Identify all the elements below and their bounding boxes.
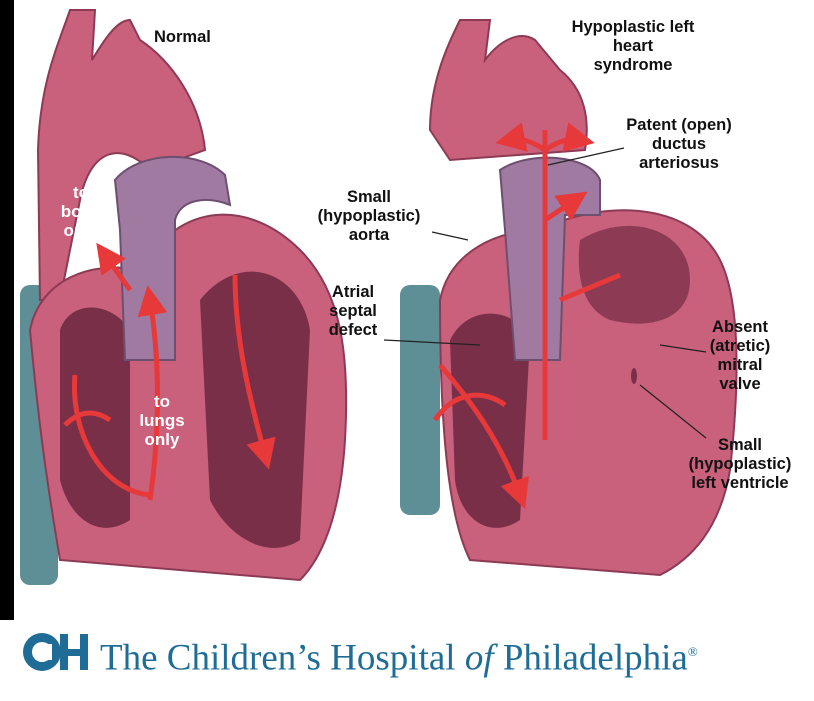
org-name-pre: The Children’s Hospital (100, 637, 465, 678)
org-name: The Children’s Hospital of Philadelphia® (100, 630, 698, 680)
leader-aorta (432, 232, 468, 240)
registered-mark: ® (688, 644, 698, 659)
heart-illustration (0, 0, 814, 620)
absent-mitral-valve-label: Absent (atretic) mitral valve (700, 318, 780, 394)
small-left-ventricle (631, 368, 637, 384)
to-lungs-only-label: to lungs only (132, 392, 192, 449)
org-name-post: Philadelphia (494, 637, 688, 678)
patent-ductus-label: Patent (open) ductus arteriosus (604, 116, 754, 173)
normal-heart (20, 10, 346, 585)
small-aorta-label: Small (hypoplastic) aorta (304, 188, 434, 245)
hlhs-title: Hypoplastic left heart syndrome (548, 18, 718, 75)
small-left-ventricle-label: Small (hypoplastic) left ventricle (672, 436, 808, 493)
to-body-only-label: to body only (55, 183, 107, 240)
vena-cava-hlhs (400, 285, 440, 515)
atrial-septal-defect-label: Atrial septal defect (318, 283, 388, 340)
chop-logo-icon (22, 630, 92, 674)
org-name-of: of (465, 637, 494, 678)
normal-title: Normal (154, 28, 211, 47)
